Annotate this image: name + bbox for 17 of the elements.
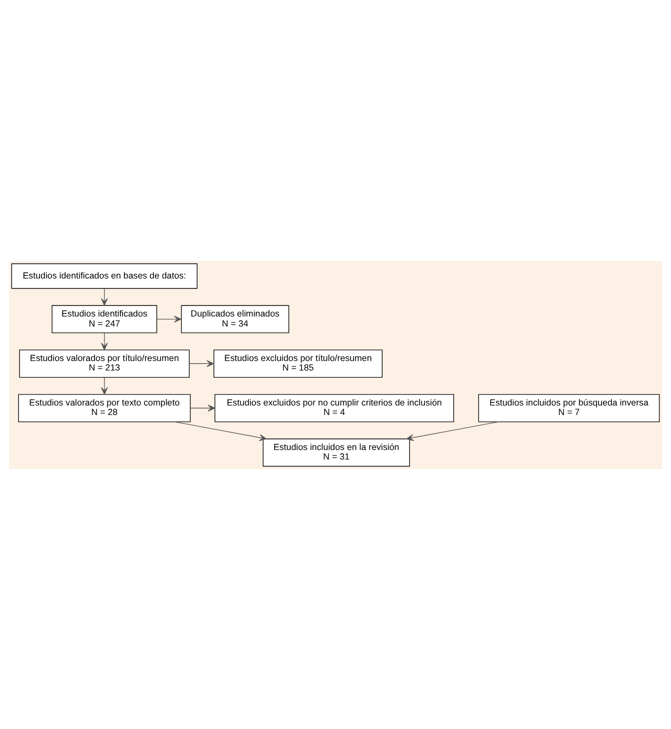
arrow (100, 288, 108, 306)
node-box: Duplicados eliminados N = 34 (181, 304, 290, 333)
node-box: Estudios excluidos por no cumplir criterios de inclusión N = 4 (214, 394, 454, 422)
arrow (188, 360, 214, 367)
node-box: Estudios identificados N = 247 (52, 304, 158, 333)
node-box: Estudios incluidos por búsqueda inversa N = 7 (478, 394, 660, 422)
arrow (174, 421, 267, 440)
arrow (406, 421, 499, 440)
arrow (100, 376, 108, 394)
node-box: Estudios identificados en bases de datos: (11, 262, 198, 288)
arrow (100, 332, 108, 350)
arrow (156, 315, 182, 322)
node-box: Estudios valorados por texto completo N = 28 (18, 394, 191, 422)
node-box: Estudios incluidos en la revisión N = 31 (262, 438, 410, 466)
node-box: Estudios excluidos por título/resumen N = 185 (214, 349, 383, 378)
node-box: Estudios valorados por título/resumen N = 213 (19, 349, 190, 378)
arrow (190, 404, 216, 412)
